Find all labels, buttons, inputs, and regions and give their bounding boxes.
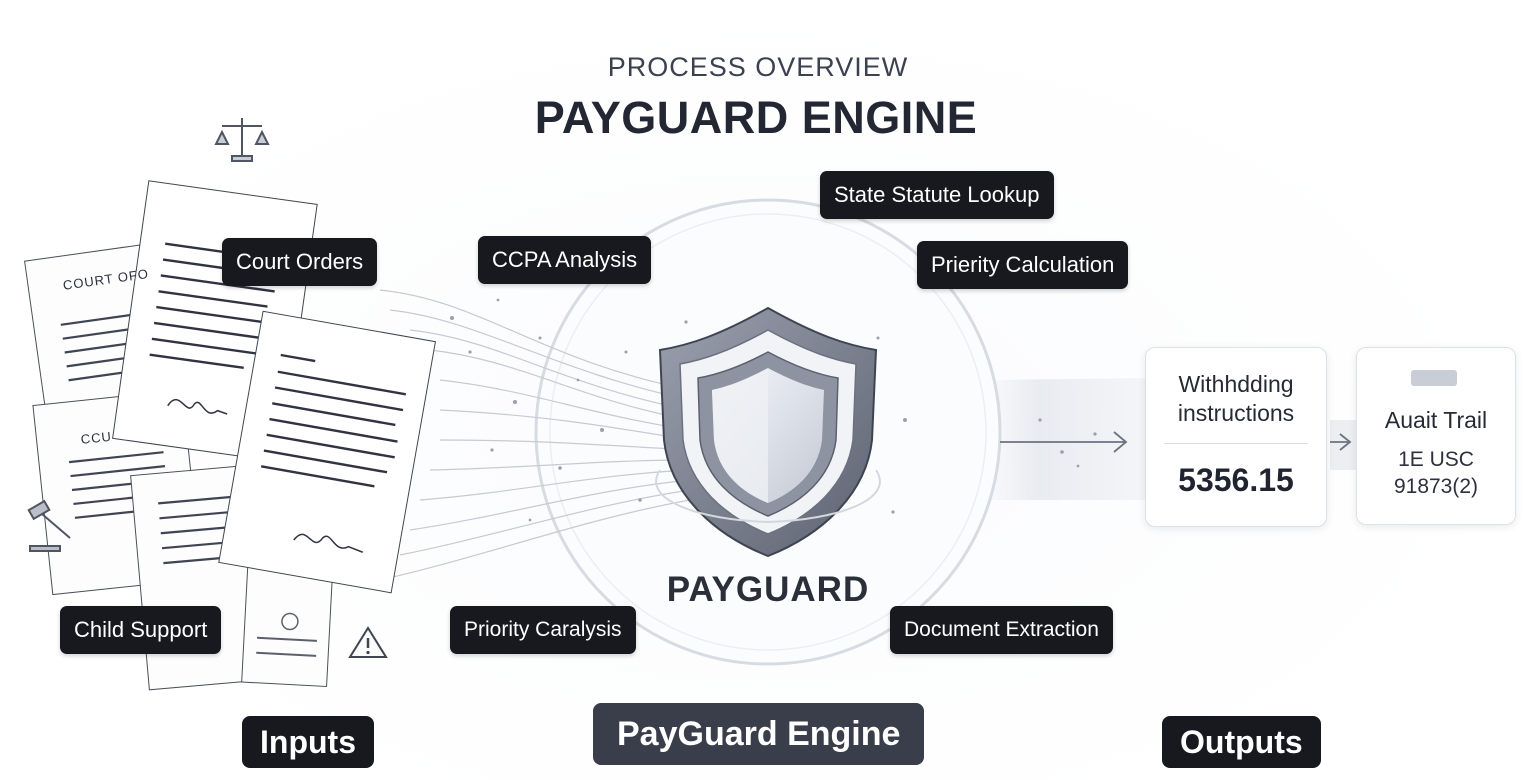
shield-label: PAYGUARD — [666, 570, 870, 609]
tag-court-orders: Court Orders — [222, 238, 378, 286]
arrow-right-icon — [1000, 431, 1128, 453]
section-label-inputs: Inputs — [242, 716, 374, 768]
withholding-amount: 5356.15 — [1178, 462, 1294, 498]
page-title: PAYGUARD ENGINE — [534, 92, 978, 143]
audit-reference: 1E USC 91873(2) — [1393, 448, 1479, 498]
section-eyebrow: PROCESS OVERVIEW — [607, 52, 909, 82]
section-label-outputs: Outputs — [1162, 716, 1321, 768]
withholding-card-title: Withhdding instructions — [1177, 371, 1295, 426]
document-middle-right — [218, 310, 436, 594]
flow-particles — [450, 298, 1097, 522]
withholding-instructions-card: Withhdding instructions 5356.15 — [1145, 347, 1327, 527]
signature-icon — [167, 398, 228, 415]
document-chip-icon — [1411, 370, 1457, 386]
engine-ring-inner — [549, 213, 987, 651]
scales-icon — [214, 118, 270, 162]
tag-priority-calculation: Prierity Calculation — [917, 241, 1129, 289]
section-label-engine: PayGuard Engine — [593, 703, 925, 765]
output-connector-band — [1330, 420, 1356, 470]
shield-swoosh-left — [655, 469, 769, 523]
shield-swoosh-right — [767, 469, 881, 523]
output-flow-band — [990, 378, 1150, 500]
gavel-icon — [27, 499, 71, 552]
audit-card-title: Auait Trail — [1384, 407, 1488, 433]
flow-lines — [379, 289, 691, 581]
audit-trail-card: Auait Trail 1E USC 91873(2) — [1356, 347, 1516, 525]
card-divider — [1164, 443, 1308, 444]
tag-document-extraction: Document Extraction — [890, 606, 1113, 654]
tag-state-statute-lookup: State Statute Lookup — [820, 171, 1054, 219]
tag-child-support: Child Support — [60, 606, 222, 654]
signature-icon — [293, 533, 364, 553]
warning-icon — [348, 626, 388, 658]
arrow-right-icon — [1330, 433, 1352, 451]
tag-ccpa-analysis: CCPA Analysis — [478, 236, 652, 284]
tag-priority-caralysis: Priority Caralysis — [450, 606, 636, 654]
shield-icon — [658, 306, 878, 558]
